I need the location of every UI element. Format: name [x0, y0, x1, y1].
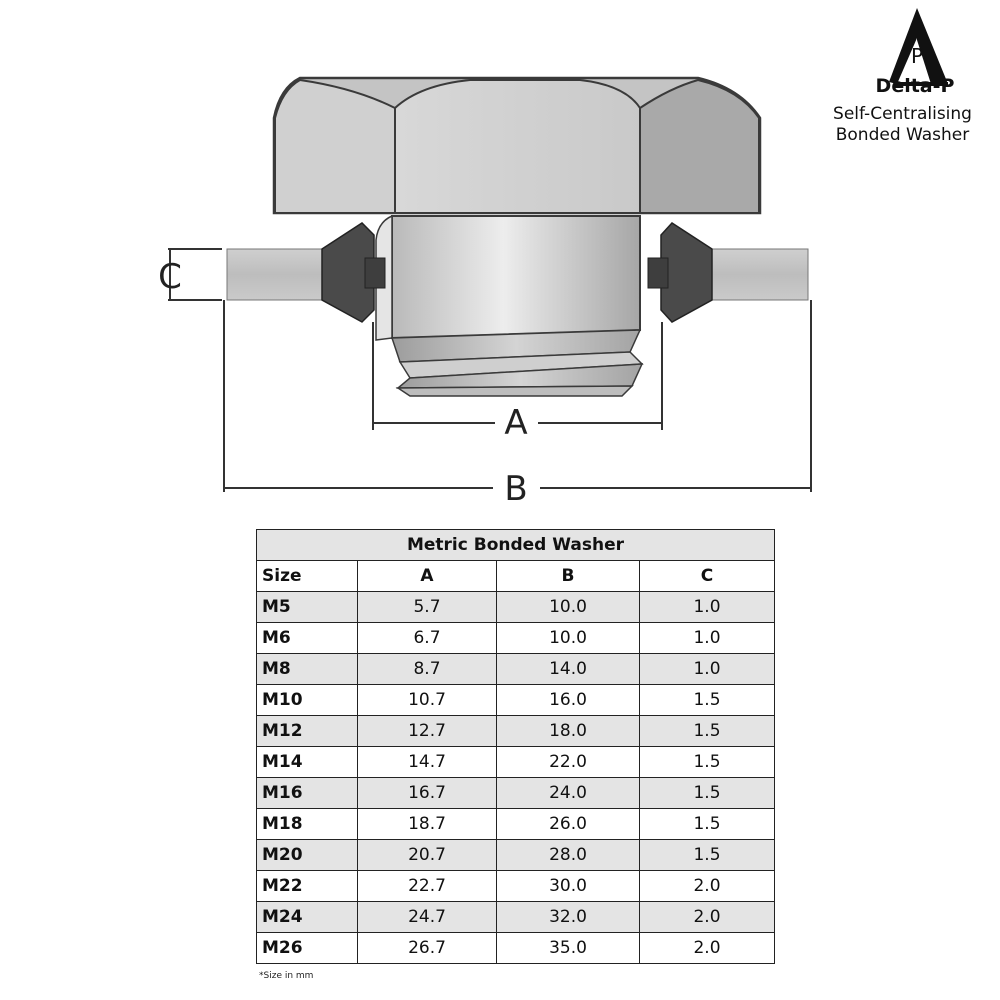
header-c: C: [639, 560, 775, 592]
table-title-row: Metric Bonded Washer: [256, 529, 775, 561]
header-b: B: [496, 560, 640, 592]
product-caption: Self-Centralising Bonded Washer: [805, 104, 1000, 146]
cell-c: 1.0: [639, 591, 775, 623]
cell-c: 1.5: [639, 715, 775, 747]
cell-a: 24.7: [357, 901, 497, 933]
cell-b: 18.0: [496, 715, 640, 747]
table-header-row: Size A B C: [256, 560, 775, 592]
cell-a: 8.7: [357, 653, 497, 685]
cell-b: 26.0: [496, 808, 640, 840]
footnote: *Size in mm: [259, 971, 314, 981]
cell-size: M18: [256, 808, 358, 840]
cell-c: 1.5: [639, 746, 775, 778]
caption-line-1: Self-Centralising: [833, 104, 972, 124]
cell-size: M12: [256, 715, 358, 747]
cell-b: 35.0: [496, 932, 640, 964]
cell-size: M22: [256, 870, 358, 902]
cell-c: 1.0: [639, 653, 775, 685]
cell-b: 28.0: [496, 839, 640, 871]
cell-size: M26: [256, 932, 358, 964]
washer-rubber-left: [321, 222, 386, 323]
washer-steel-left: [226, 248, 324, 301]
brand-name: Delta-P: [876, 75, 955, 97]
cell-c: 1.5: [639, 808, 775, 840]
cell-b: 22.0: [496, 746, 640, 778]
header-size: Size: [256, 560, 358, 592]
hex-head: [272, 76, 762, 215]
cell-a: 10.7: [357, 684, 497, 716]
cell-a: 12.7: [357, 715, 497, 747]
cell-b: 16.0: [496, 684, 640, 716]
cell-size: M20: [256, 839, 358, 871]
cell-b: 14.0: [496, 653, 640, 685]
triangle-logo-icon: [889, 8, 948, 86]
cell-size: M6: [256, 622, 358, 654]
table-title: Metric Bonded Washer: [256, 529, 775, 561]
header-a: A: [357, 560, 497, 592]
cell-size: M10: [256, 684, 358, 716]
caption-line-2: Bonded Washer: [835, 125, 970, 145]
cell-c: 1.5: [639, 684, 775, 716]
cell-a: 22.7: [357, 870, 497, 902]
bolt-thread: [390, 329, 644, 397]
bonded-washer-diagram: C A B: [158, 76, 812, 509]
delta-p-logo: P Delta-P: [876, 8, 955, 97]
cell-c: 2.0: [639, 901, 775, 933]
cell-a: 14.7: [357, 746, 497, 778]
dimension-label-b: B: [504, 469, 527, 509]
cell-b: 10.0: [496, 622, 640, 654]
cell-c: 1.0: [639, 622, 775, 654]
cell-b: 30.0: [496, 870, 640, 902]
cell-a: 6.7: [357, 622, 497, 654]
cell-size: M8: [256, 653, 358, 685]
cell-size: M14: [256, 746, 358, 778]
washer-steel-right: [711, 248, 809, 301]
cell-size: M5: [256, 591, 358, 623]
cell-c: 1.5: [639, 777, 775, 809]
cell-a: 16.7: [357, 777, 497, 809]
cell-c: 2.0: [639, 932, 775, 964]
dimension-lines: [168, 248, 812, 492]
cell-b: 24.0: [496, 777, 640, 809]
logo-letter: P: [911, 44, 923, 68]
cell-c: 1.5: [639, 839, 775, 871]
cell-a: 26.7: [357, 932, 497, 964]
cell-size: M24: [256, 901, 358, 933]
bolt-shaft: [375, 214, 641, 341]
dimension-label-c: C: [158, 257, 182, 297]
cell-b: 32.0: [496, 901, 640, 933]
cell-b: 10.0: [496, 591, 640, 623]
cell-a: 20.7: [357, 839, 497, 871]
cell-c: 2.0: [639, 870, 775, 902]
cell-a: 5.7: [357, 591, 497, 623]
cell-size: M16: [256, 777, 358, 809]
washer-rubber-right: [647, 222, 713, 323]
cell-a: 18.7: [357, 808, 497, 840]
dimension-label-a: A: [504, 403, 527, 443]
